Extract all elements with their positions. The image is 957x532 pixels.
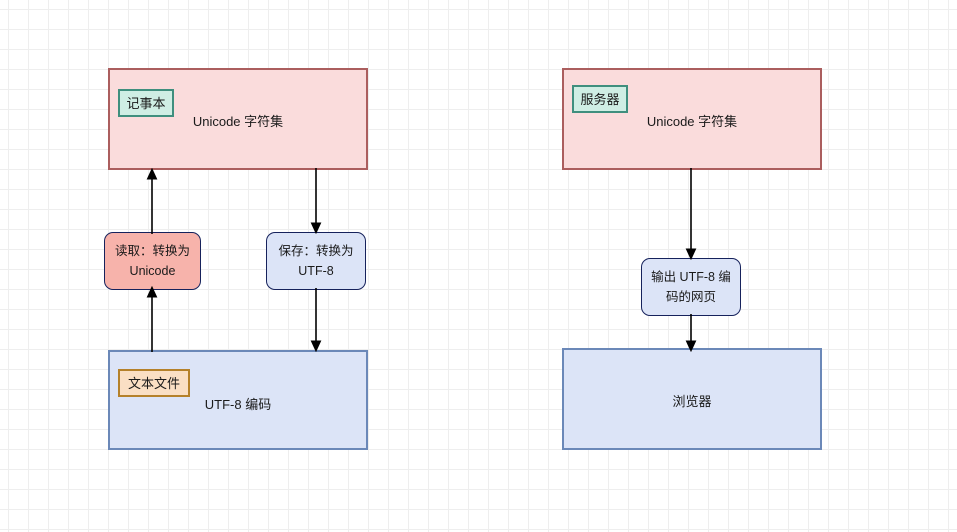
arrow-textfile-to-read: [146, 286, 158, 352]
arrow-server-to-output: [685, 168, 697, 260]
process-read-box[interactable]: 读取：转换为 Unicode: [104, 232, 201, 290]
process-output-box[interactable]: 输出 UTF-8 编 码的网页: [641, 258, 741, 316]
textfile-tag[interactable]: 文本文件: [118, 369, 190, 397]
arrow-read-to-notepad: [146, 168, 158, 234]
browser-container[interactable]: 浏览器: [562, 348, 822, 450]
arrow-save-to-textfile: [310, 288, 322, 352]
arrow-notepad-to-save: [310, 168, 322, 234]
process-save-box[interactable]: 保存：转换为 UTF-8: [266, 232, 366, 290]
textfile-container[interactable]: UTF-8 编码: [108, 350, 368, 450]
arrow-output-to-browser: [685, 314, 697, 352]
server-container[interactable]: Unicode 字符集: [562, 68, 822, 170]
notepad-tag[interactable]: 记事本: [118, 89, 174, 117]
notepad-caption: Unicode 字符集: [192, 114, 284, 129]
server-caption: Unicode 字符集: [646, 114, 738, 129]
browser-caption: 浏览器: [672, 394, 712, 409]
textfile-caption: UTF-8 编码: [204, 397, 272, 412]
server-tag[interactable]: 服务器: [572, 85, 628, 113]
notepad-container[interactable]: Unicode 字符集: [108, 68, 368, 170]
